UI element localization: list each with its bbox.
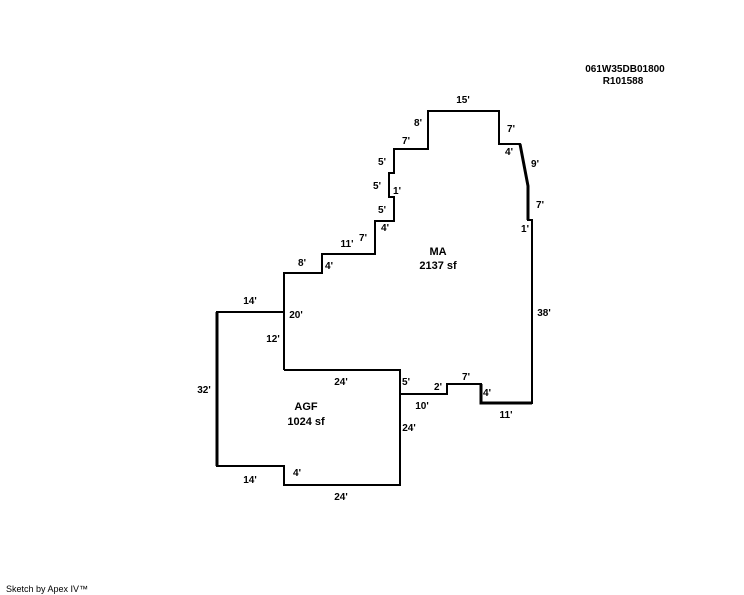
- dimension-label: 4': [483, 388, 491, 399]
- dimension-label: 4': [293, 468, 301, 479]
- dimension-label: 7': [507, 124, 515, 135]
- dimension-label: 38': [537, 308, 551, 319]
- area-code-agf: AGF: [294, 401, 318, 413]
- dimension-label: 8': [414, 118, 422, 129]
- dimension-label: 4': [505, 147, 513, 158]
- dimension-label: 15': [456, 95, 470, 106]
- dimension-label: 24': [402, 423, 416, 434]
- parcel-id: 061W35DB01800: [585, 64, 665, 75]
- dimension-label: 5': [378, 205, 386, 216]
- dimension-label: 32': [197, 385, 211, 396]
- dimension-label: 5': [402, 377, 410, 388]
- dimension-label: 7': [536, 200, 544, 211]
- dimension-label: 9': [531, 159, 539, 170]
- dimension-label: 10': [415, 401, 429, 412]
- dimension-label: 11': [500, 410, 513, 421]
- dimension-label: 11': [341, 239, 354, 250]
- dimension-label: 14': [243, 475, 257, 486]
- area-size-ma: 2137 sf: [419, 260, 457, 272]
- dimension-label: 5': [378, 157, 386, 168]
- account-number: R101588: [603, 76, 644, 87]
- dimension-label: 1': [393, 186, 401, 197]
- ma-thick-edge-bottom: [479, 384, 532, 405]
- dimension-label: 7': [462, 372, 470, 383]
- ma-outline: [283, 110, 533, 404]
- dimension-label: 4': [325, 261, 333, 272]
- dimension-label: 1': [521, 224, 529, 235]
- area-size-agf: 1024 sf: [287, 416, 325, 428]
- dimension-label: 8': [298, 258, 306, 269]
- dimension-label: 24': [334, 492, 348, 503]
- sketch-credit: Sketch by Apex IV™: [6, 584, 88, 594]
- area-code-ma: MA: [429, 246, 446, 258]
- ma-thick-edge-right: [518, 143, 530, 220]
- dimension-label: 2': [434, 382, 442, 393]
- dimension-label: 20': [289, 310, 303, 321]
- dimension-label: 7': [359, 233, 367, 244]
- dimension-label: 7': [402, 136, 410, 147]
- dimension-label: 5': [373, 181, 381, 192]
- agf-outline: [216, 311, 401, 486]
- dimension-label: 24': [334, 377, 348, 388]
- dimension-label: 4': [381, 223, 389, 234]
- dimension-label: 14': [243, 296, 257, 307]
- dimension-label: 12': [266, 334, 280, 345]
